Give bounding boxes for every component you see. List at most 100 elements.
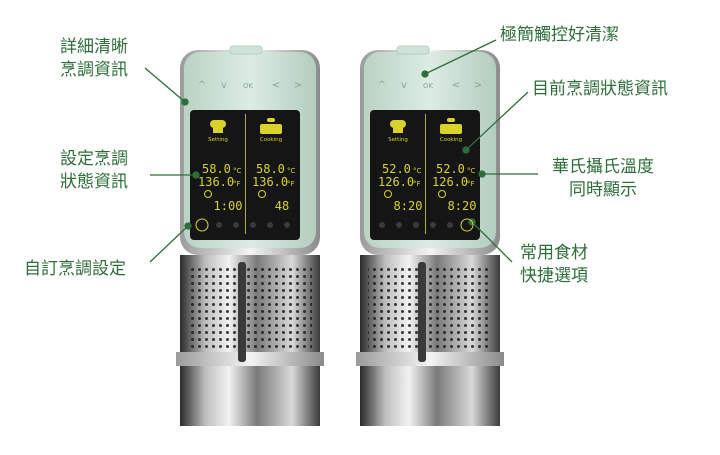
leader-right-top	[424, 39, 497, 75]
annotation-line: 烹調資訊	[60, 60, 128, 80]
ingredient-shortcut-icon[interactable]	[216, 222, 222, 228]
annotation-line: 設定烹調	[60, 149, 128, 169]
current-temp-f-unit: °F	[287, 180, 295, 188]
leader-right-bottom	[471, 221, 513, 263]
touch-button-4[interactable]: >	[294, 80, 302, 91]
ingredient-shortcut-icon[interactable]	[447, 222, 453, 228]
setting-label: Setting	[388, 137, 408, 143]
ingredient-shortcut-icon[interactable]	[460, 218, 474, 232]
current-temp-f: 136.0	[252, 175, 288, 189]
device-left-clip	[238, 262, 246, 362]
ingredient-shortcut-icon[interactable]	[379, 222, 385, 228]
pot-lid-icon	[447, 118, 455, 122]
cooking-label: Cooking	[260, 137, 282, 143]
device-right-base	[360, 366, 500, 426]
chef-hat-icon-band	[393, 127, 403, 133]
current-temp-c-unit: °C	[467, 167, 476, 175]
annotation-line: 常用食材	[520, 243, 588, 263]
ingredient-shortcut-icon[interactable]	[430, 222, 436, 228]
annotation-custom-settings: 自訂烹調設定	[24, 258, 126, 281]
annotation-line: 快捷選項	[520, 266, 588, 286]
annotation-line: 同時顯示	[569, 180, 637, 200]
timer-icon	[438, 190, 446, 198]
device-left-base	[180, 366, 320, 426]
annotation-line: 狀態資訊	[60, 172, 128, 192]
chef-hat-icon	[390, 120, 406, 128]
touch-button-2[interactable]: OK	[243, 82, 254, 90]
screen-divider	[245, 114, 246, 234]
ingredient-shortcut-icon[interactable]	[413, 222, 419, 228]
leader-left-bottom-dot	[184, 222, 192, 230]
leader-left-top	[144, 67, 186, 103]
current-temp-c: 58.0	[256, 162, 285, 176]
annotation-current-status: 目前烹調狀態資訊	[532, 78, 668, 101]
current-temp-f: 126.0	[432, 175, 468, 189]
touch-button-0[interactable]: ^	[378, 80, 386, 91]
touch-button-1[interactable]: v	[401, 80, 407, 91]
annotation-line: 極簡觸控好清潔	[500, 25, 619, 45]
current-temp-c: 52.0	[436, 162, 465, 176]
annotation-detailed-info: 詳細清晰 烹調資訊	[60, 36, 128, 82]
set-temp-c: 52.0	[382, 162, 411, 176]
annotation-dual-units: 華氏攝氏溫度 同時顯示	[552, 156, 654, 202]
device-left-notch	[229, 45, 263, 55]
annotation-line: 詳細清晰	[60, 37, 128, 57]
touch-button-0[interactable]: ^	[198, 80, 206, 91]
set-temp-f: 136.0	[198, 175, 234, 189]
touch-button-3[interactable]: <	[452, 80, 460, 91]
timer-icon	[258, 190, 266, 198]
device-left-band	[176, 352, 324, 366]
pot-icon	[260, 124, 282, 134]
touch-button-1[interactable]: v	[221, 80, 227, 91]
set-time: 1:00	[214, 199, 243, 213]
leader-right-mid1-dot	[462, 146, 470, 154]
touch-button-3[interactable]: <	[272, 80, 280, 91]
annotation-touch-clean: 極簡觸控好清潔	[500, 24, 619, 47]
touch-button-2[interactable]: OK	[423, 82, 434, 90]
ingredient-shortcut-icon[interactable]	[233, 222, 239, 228]
current-temp-f-unit: °F	[467, 180, 475, 188]
current-time: 8:20	[448, 199, 477, 213]
set-temp-f-unit: °F	[413, 180, 421, 188]
chef-hat-icon-band	[213, 127, 223, 133]
ingredient-shortcut-icon[interactable]	[284, 222, 290, 228]
leader-lines	[144, 39, 538, 263]
annotation-line: 自訂烹調設定	[24, 259, 126, 279]
current-time: 48	[275, 199, 289, 213]
timer-icon	[384, 190, 392, 198]
device-right	[356, 45, 504, 426]
annotation-line: 華氏攝氏溫度	[552, 157, 654, 177]
leader-left-mid-dot	[192, 171, 200, 179]
ingredient-shortcut-icon[interactable]	[195, 218, 209, 232]
set-temp-f: 126.0	[378, 175, 414, 189]
device-right-notch	[396, 45, 430, 55]
set-temp-c-unit: °C	[413, 167, 422, 175]
touch-button-4[interactable]: >	[474, 80, 482, 91]
chef-hat-icon	[210, 120, 226, 128]
screen-divider	[425, 114, 426, 234]
ingredient-shortcut-icon[interactable]	[267, 222, 273, 228]
pot-icon	[440, 124, 462, 134]
ingredient-shortcut-icon[interactable]	[396, 222, 402, 228]
set-temp-c: 58.0	[202, 162, 231, 176]
device-right-clip	[418, 262, 426, 362]
current-temp-c-unit: °C	[287, 167, 296, 175]
leader-left-top-dot	[181, 98, 189, 106]
leader-right-mid2-dot	[478, 170, 486, 178]
leader-left-bottom	[149, 225, 189, 263]
leader-right-mid1	[465, 91, 529, 151]
timer-icon	[204, 190, 212, 198]
annotation-quick-ingredients: 常用食材 快捷選項	[520, 242, 588, 288]
leader-right-top-dot	[421, 70, 429, 78]
annotation-setting-status: 設定烹調 狀態資訊	[60, 148, 128, 194]
device-left	[176, 45, 324, 426]
device-right-band	[356, 352, 504, 366]
device-left-vent	[188, 268, 312, 350]
setting-label: Setting	[208, 137, 228, 143]
ingredient-shortcut-icon[interactable]	[250, 222, 256, 228]
